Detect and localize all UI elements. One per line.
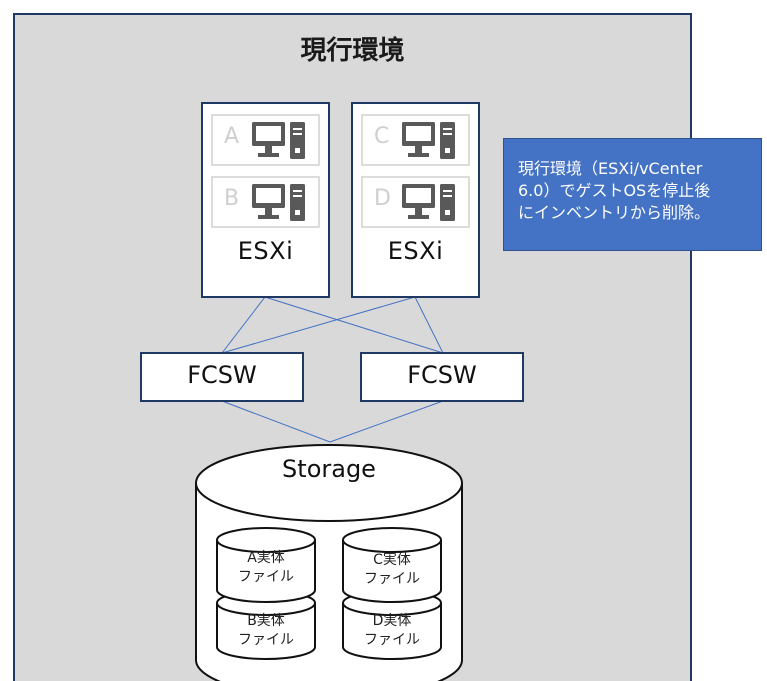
- vm-label-d: D: [374, 186, 391, 211]
- fc-switch-label-1: FCSW: [187, 361, 257, 389]
- migration-note-line1: 現行環境（ESXi/vCenter: [518, 159, 703, 178]
- migration-note-line2: 6.0）でゲストOSを停止後: [518, 181, 711, 200]
- fc-switch-label-2: FCSW: [407, 361, 477, 389]
- host-switch-links: [221, 296, 444, 354]
- file-cylinder-c: [342, 527, 442, 603]
- storage-cylinder-top: [195, 444, 463, 522]
- vm-label-c: C: [374, 124, 390, 149]
- migration-note: 現行環境（ESXi/vCenter 6.0）でゲストOSを停止後 にインベントリ…: [503, 138, 762, 251]
- storage-label: Storage: [282, 455, 376, 483]
- file-label-d-line2: ファイル: [364, 632, 420, 648]
- computer-icon: [252, 122, 305, 159]
- link-host2-switch2: [414, 296, 444, 354]
- link-switch1-storage: [221, 400, 331, 443]
- file-label-a-line2: ファイル: [238, 569, 294, 585]
- file-label-c-line1: C実体: [373, 552, 411, 568]
- link-host1-switch2: [264, 296, 444, 354]
- vm-label-b: B: [224, 186, 240, 211]
- vm-label-a: A: [224, 124, 240, 149]
- file-label-b-line1: B実体: [247, 613, 285, 629]
- link-host1-switch1: [221, 296, 266, 354]
- file-label-a-line1: A実体: [247, 550, 285, 566]
- migration-note-line3: にインベントリから削除。: [518, 203, 711, 222]
- file-label-b-line2: ファイル: [238, 632, 294, 648]
- file-cylinder-a: [216, 527, 316, 603]
- fc-switch-box-2: [360, 352, 524, 402]
- esxi-host-label-2: ESXi: [387, 237, 444, 265]
- fc-switch-box-1: [140, 352, 304, 402]
- computer-icon: [402, 184, 455, 221]
- computer-icon: [252, 184, 305, 221]
- file-label-c-line2: ファイル: [364, 571, 420, 587]
- link-host2-switch1: [221, 296, 416, 354]
- file-label-a: A実体 ファイル: [217, 549, 315, 587]
- computer-icon: [402, 122, 455, 159]
- file-label-d: D実体 ファイル: [343, 612, 441, 650]
- file-label-c: C実体 ファイル: [343, 551, 441, 589]
- environment-title: 現行環境: [300, 36, 405, 66]
- esxi-host-label-1: ESXi: [237, 237, 294, 265]
- switch-storage-links: [221, 400, 444, 443]
- file-label-d-line1: D実体: [372, 613, 412, 629]
- link-switch2-storage: [329, 400, 444, 443]
- file-label-b: B実体 ファイル: [217, 612, 315, 650]
